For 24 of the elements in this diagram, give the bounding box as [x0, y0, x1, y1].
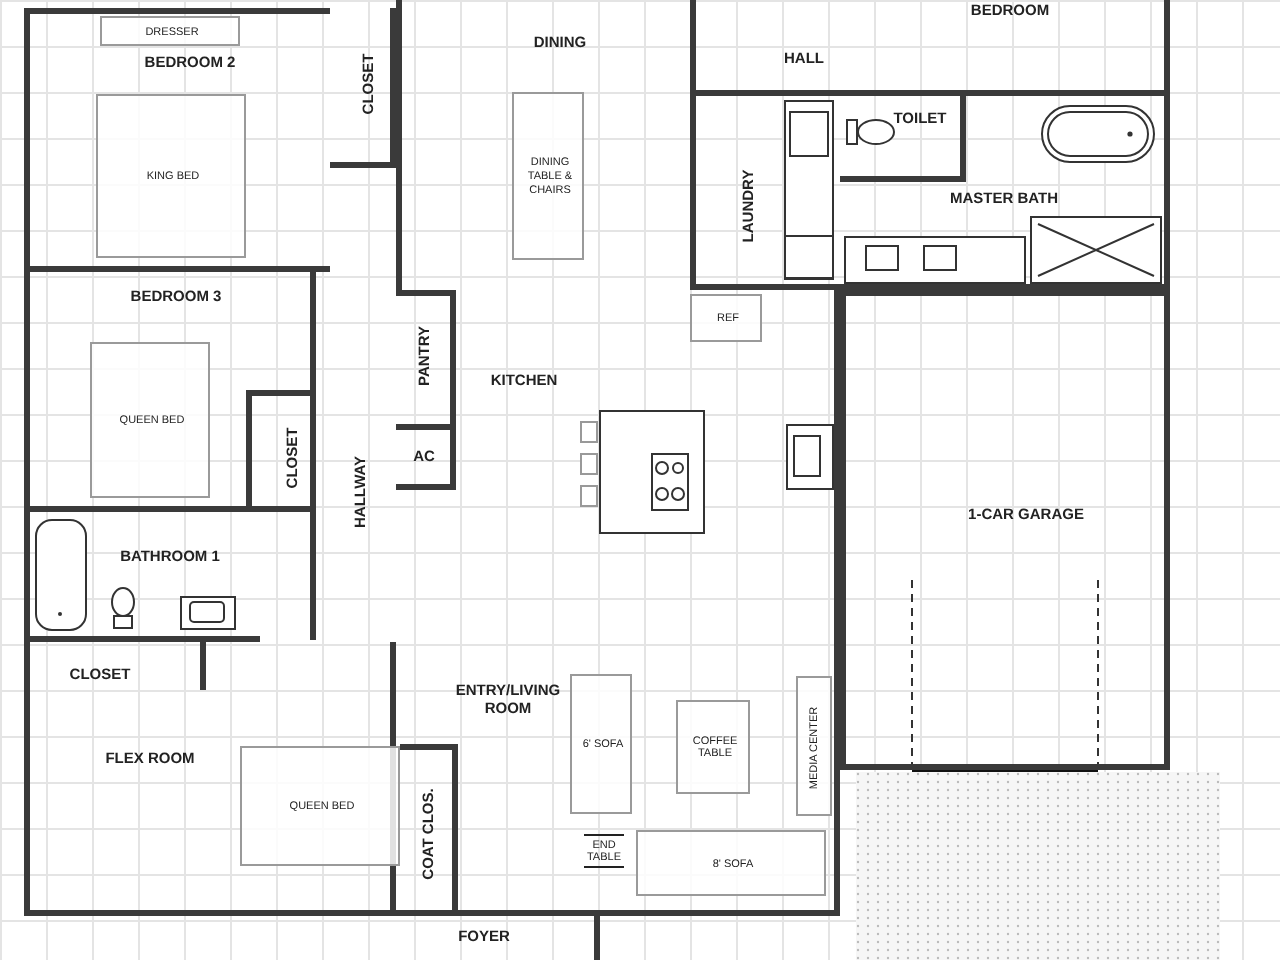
sofa	[570, 674, 632, 814]
room-area	[396, 430, 456, 490]
bed	[90, 342, 210, 498]
room-area	[396, 640, 840, 916]
coffee-table	[676, 700, 750, 794]
refrigerator	[690, 294, 762, 342]
room-area	[24, 8, 330, 272]
room-area	[690, 90, 840, 290]
sofa	[636, 830, 826, 896]
toilet-room	[840, 96, 966, 182]
garage-area	[840, 290, 1170, 770]
media-center	[796, 676, 832, 816]
closet-area	[246, 390, 316, 512]
closet-area	[330, 8, 396, 168]
coat-closet	[400, 744, 458, 910]
room-area	[24, 272, 310, 512]
bed	[240, 746, 400, 866]
dresser	[100, 16, 240, 46]
room-area	[24, 512, 260, 642]
dining-table	[512, 92, 584, 260]
room-area	[840, 90, 1170, 290]
room-area	[24, 642, 396, 916]
pantry-area	[396, 290, 456, 430]
bed	[96, 94, 246, 258]
